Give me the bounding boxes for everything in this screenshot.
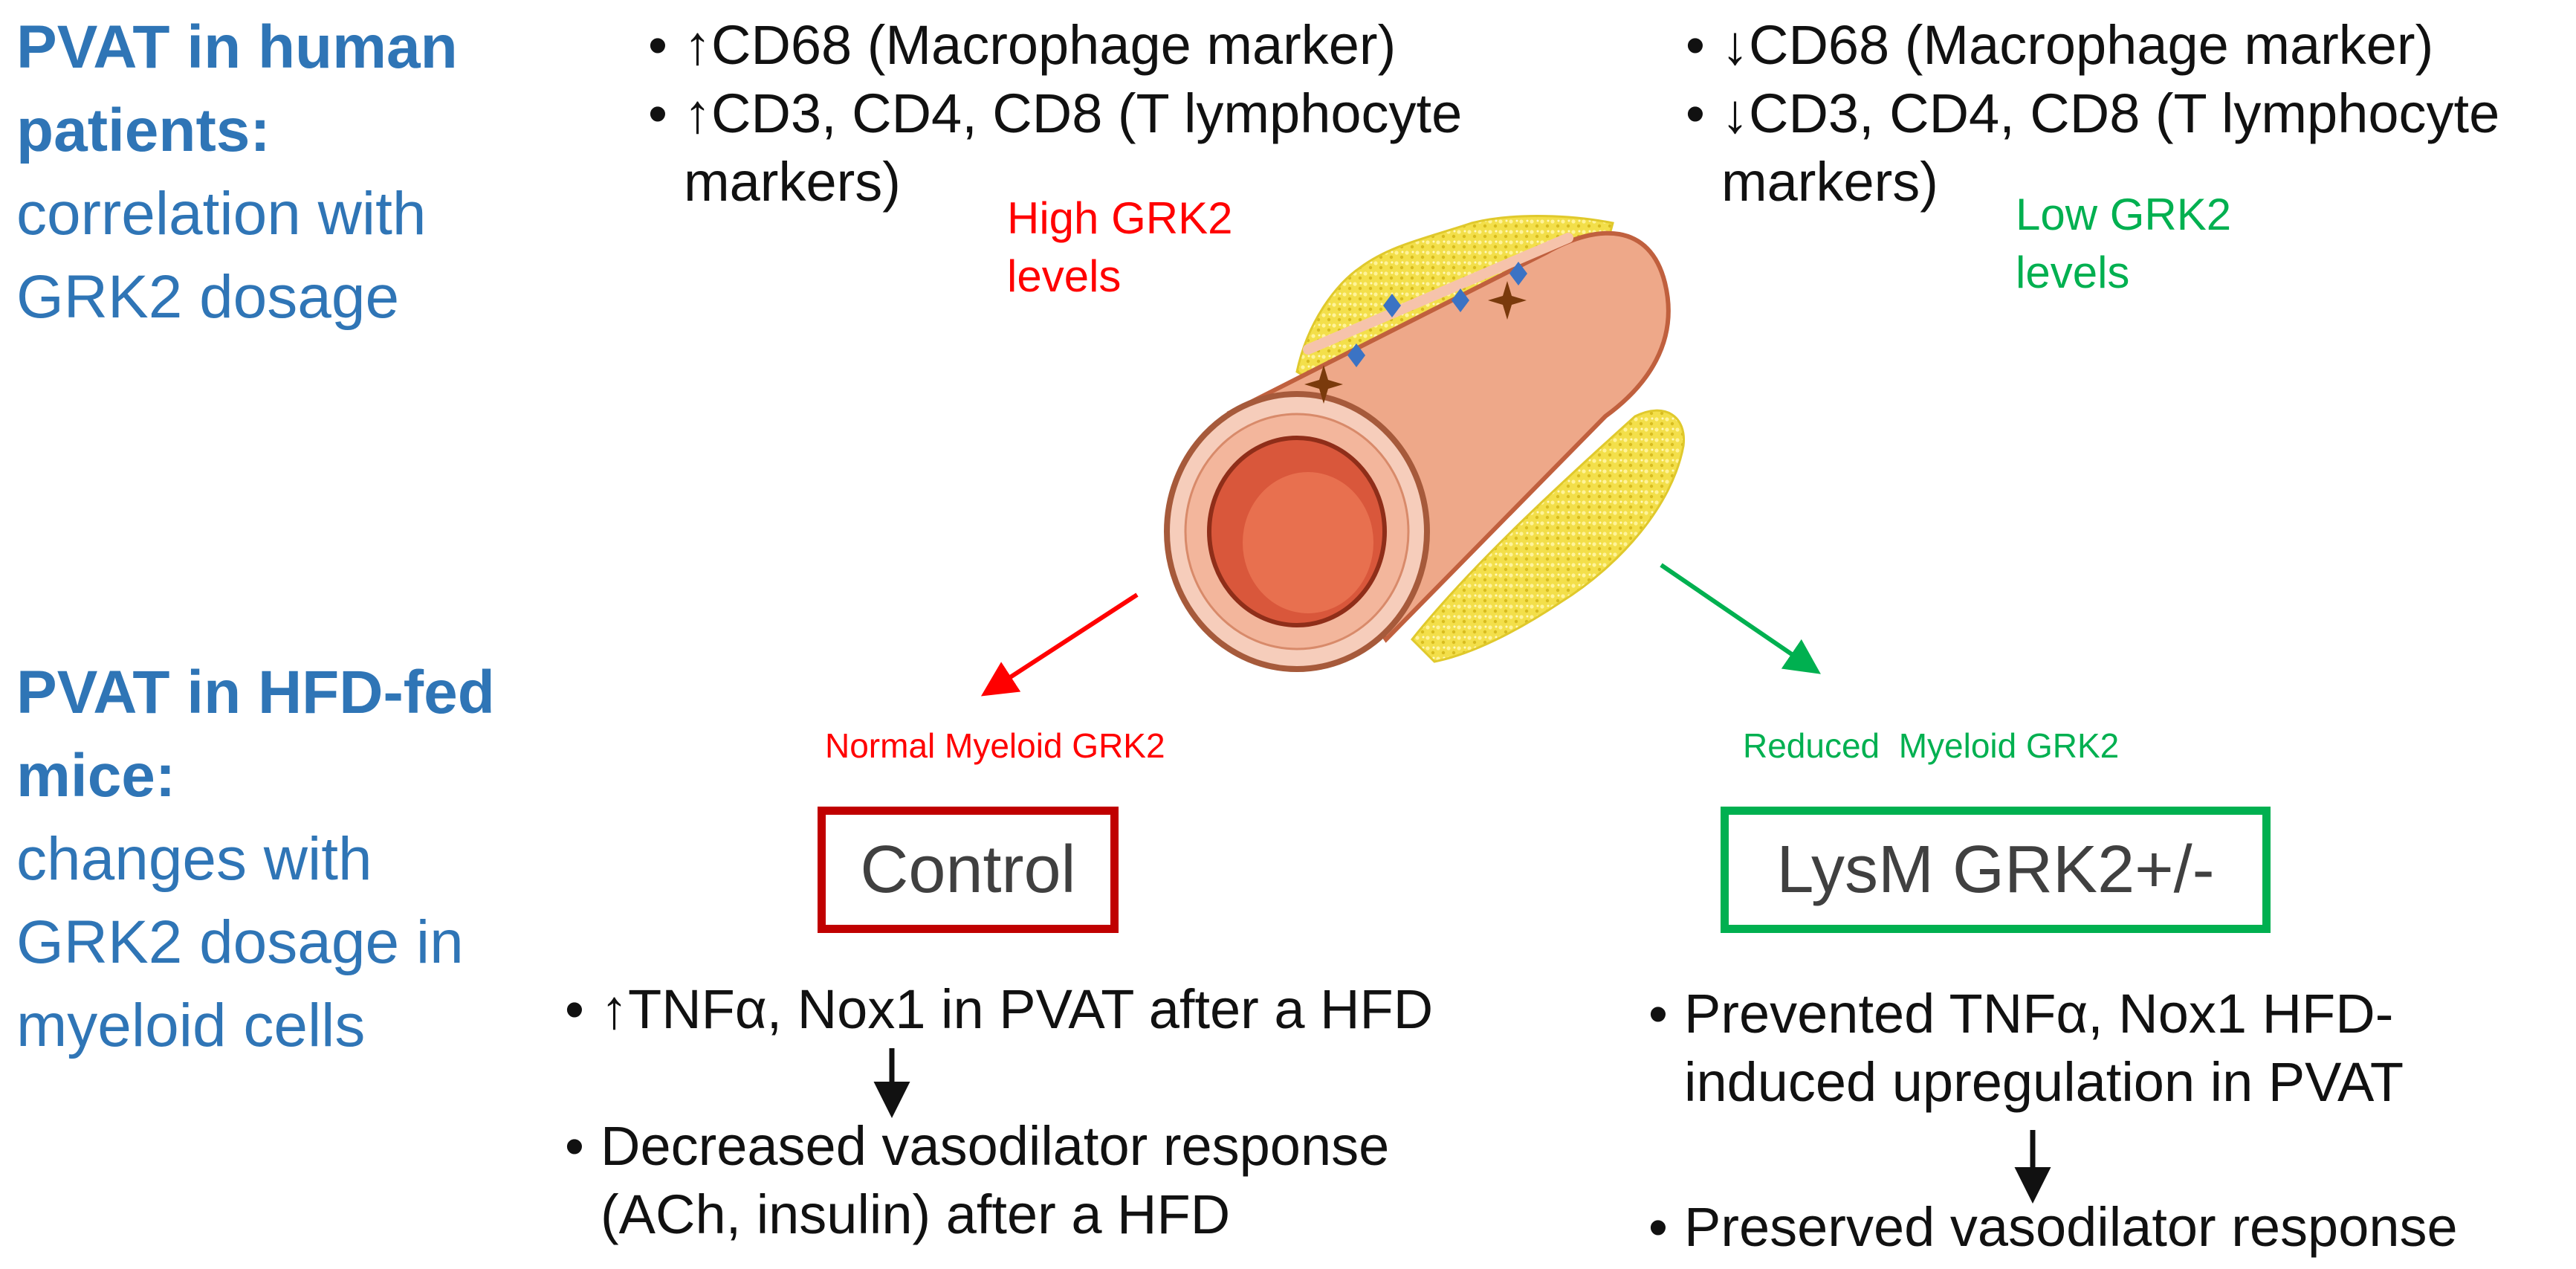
reduced-myeloid-label: Reduced Myeloid GRK2: [1743, 726, 2120, 765]
red-arrow: [980, 592, 1139, 697]
mice-subtitle: changes with GRK2 dosage in myeloid cell…: [16, 825, 464, 1059]
control-box: Control: [818, 807, 1119, 933]
right-outcome-2: •Preserved vasodilator response: [1648, 1196, 2458, 1258]
diamond-marker-2: [1452, 288, 1469, 312]
right-marker-list: •↓CD68 (Macrophage marker) •↓CD3, CD4, C…: [1686, 11, 2570, 216]
right-marker-bullet-2: •↓CD3, CD4, CD8 (T lymphocyte markers): [1686, 83, 2500, 213]
normal-myeloid-label: Normal Myeloid GRK2: [825, 726, 1165, 765]
low-grk2-label: Low GRK2 levels: [2016, 190, 2232, 297]
left-outcome-2: •Decreased vasodilator response (ACh, in…: [565, 1115, 1390, 1245]
diamond-marker-3: [1509, 262, 1527, 285]
mice-title: PVAT in HFD-fed mice:: [16, 659, 495, 810]
star-marker-1: [1304, 365, 1343, 404]
left-outcome-1: •↑TNFα, Nox1 in PVAT after a HFD: [565, 978, 1434, 1040]
diamond-marker-4: [1347, 343, 1365, 367]
human-section-title: PVAT in human patients: correlation with…: [16, 6, 537, 339]
green-arrow: [1660, 563, 1821, 674]
right-marker-bullet-1: •↓CD68 (Macrophage marker): [1686, 14, 2434, 76]
diamond-marker-1: [1383, 294, 1401, 317]
left-marker-list: •↑CD68 (Macrophage marker) •↑CD3, CD4, C…: [648, 11, 1592, 216]
high-grk2-label: High GRK2 levels: [1007, 193, 1233, 301]
mice-section-title: PVAT in HFD-fed mice: changes with GRK2 …: [16, 651, 537, 1068]
human-subtitle: correlation with GRK2 dosage: [16, 180, 427, 331]
right-outcome-1: •Prevented TNFα, Nox1 HFD-induced upregu…: [1648, 983, 2404, 1113]
star-marker-2: [1488, 281, 1527, 320]
left-marker-bullet-2: •↑CD3, CD4, CD8 (T lymphocyte markers): [648, 83, 1463, 213]
fat-tissue-bottom: [1410, 409, 1686, 663]
left-marker-bullet-1: •↑CD68 (Macrophage marker): [648, 14, 1397, 76]
lysm-box: LysM GRK2+/-: [1721, 807, 2271, 933]
human-title: PVAT in human patients:: [16, 13, 458, 164]
